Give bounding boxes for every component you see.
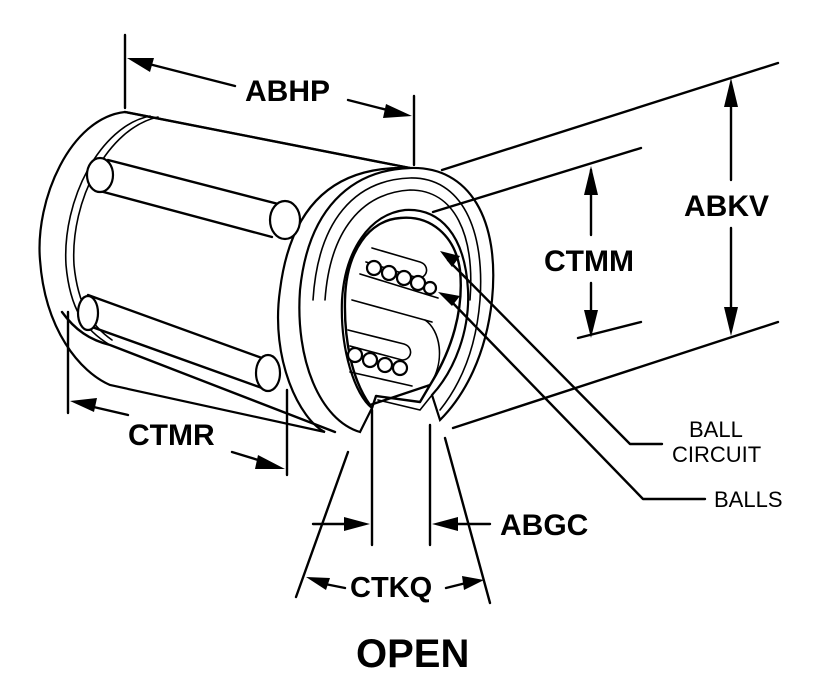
ball-row-lower bbox=[346, 346, 409, 377]
ball-row-upper bbox=[365, 259, 438, 296]
bore-interior bbox=[343, 216, 462, 411]
label-ctmr: CTMR bbox=[128, 419, 215, 452]
left-end-cap bbox=[38, 110, 411, 434]
right-cap-ring-inner bbox=[324, 189, 472, 301]
cylinder-top-edge bbox=[123, 110, 412, 170]
label-abgc: ABGC bbox=[500, 509, 588, 542]
label-ctmm: CTMM bbox=[544, 245, 634, 278]
dimension-abgc bbox=[311, 517, 492, 531]
bearing-body bbox=[38, 110, 495, 434]
upper-groove bbox=[85, 156, 302, 241]
label-abkv: ABKV bbox=[684, 190, 769, 223]
callout-ball-circuit-line1: BALL bbox=[689, 417, 743, 442]
callout-balls: BALLS bbox=[714, 487, 783, 512]
dimension-ctmr bbox=[70, 398, 285, 469]
callout-ball-circuit-leader bbox=[440, 251, 664, 446]
lower-groove bbox=[76, 293, 282, 393]
label-abhp: ABHP bbox=[245, 75, 330, 108]
label-ctkq: CTKQ bbox=[350, 572, 432, 604]
diagram-title: OPEN bbox=[356, 632, 469, 676]
dimension-abhp bbox=[127, 58, 412, 118]
callout-ball-circuit-line2: CIRCUIT bbox=[672, 442, 761, 467]
right-end-cap bbox=[298, 166, 495, 434]
dimension-ctkq bbox=[306, 576, 484, 590]
dimension-abkv bbox=[724, 78, 738, 336]
right-cap-ring bbox=[312, 177, 482, 411]
dimension-ctmm bbox=[584, 166, 598, 338]
callout-balls-leader bbox=[438, 292, 707, 501]
